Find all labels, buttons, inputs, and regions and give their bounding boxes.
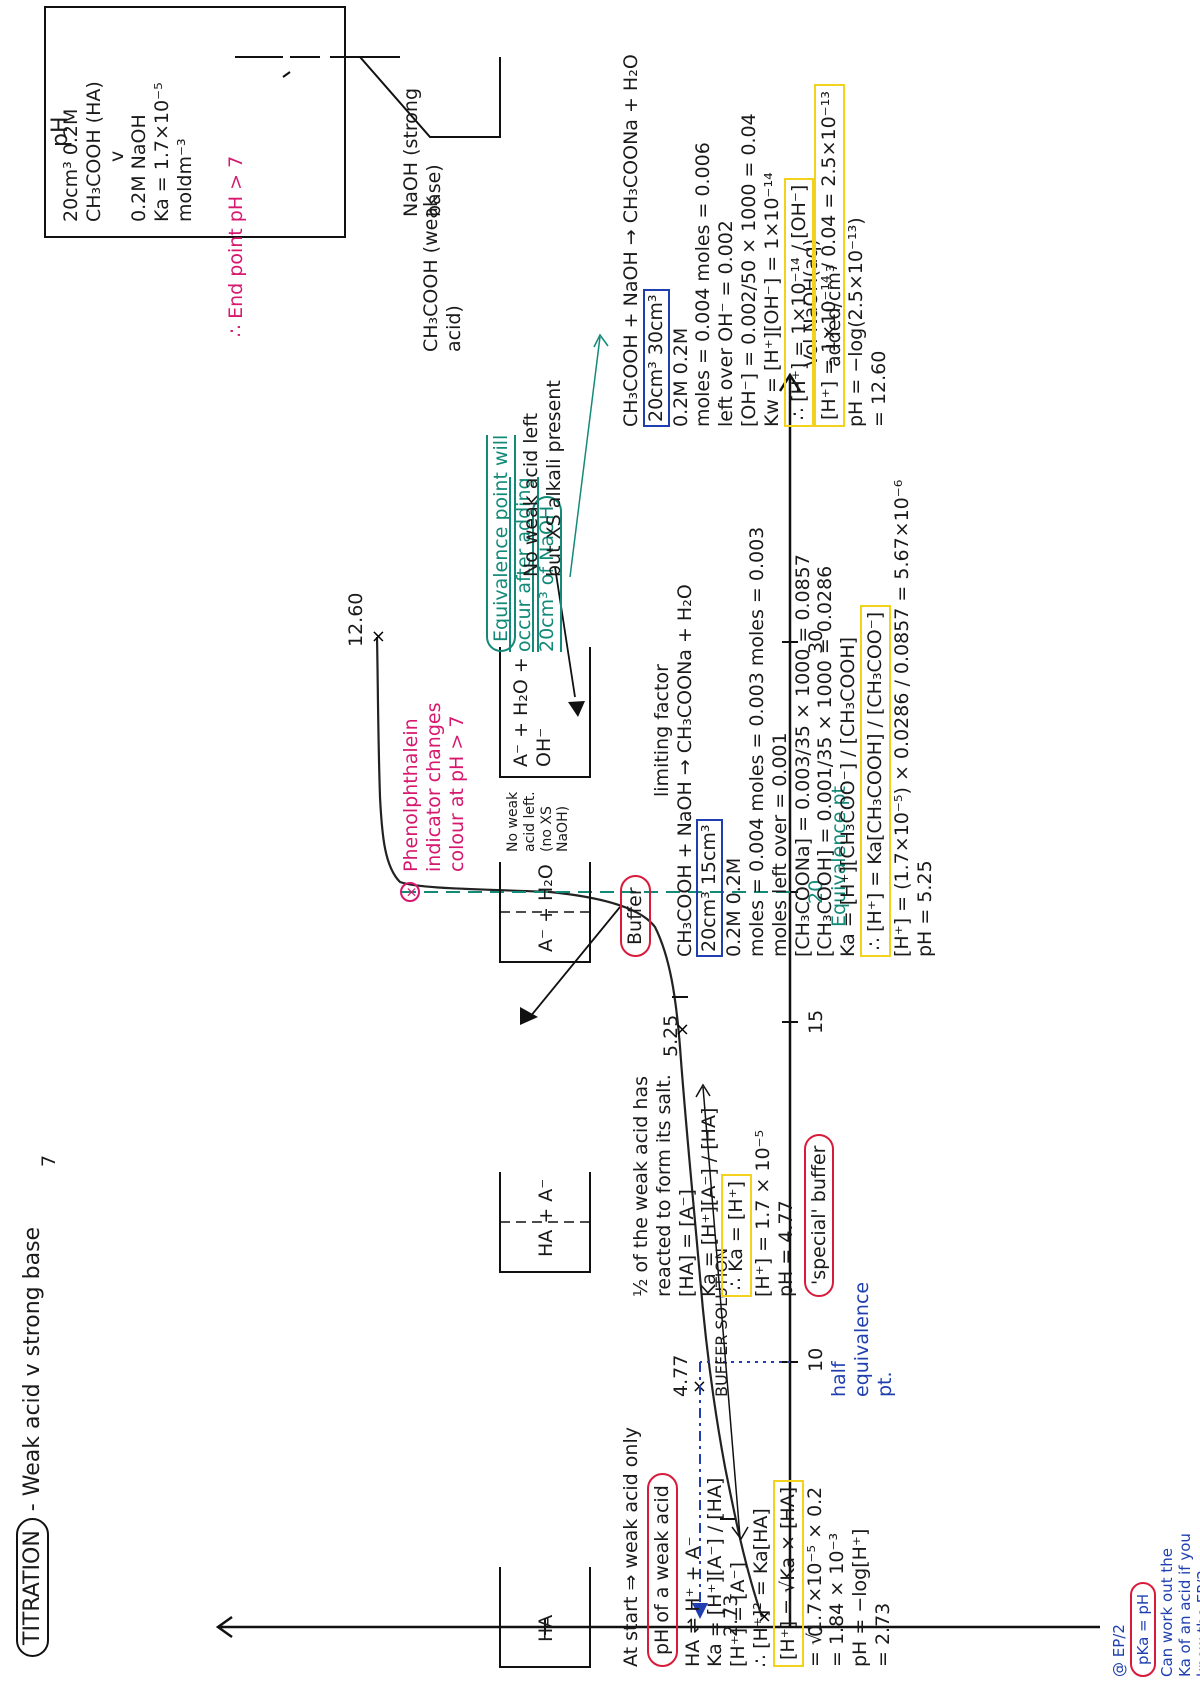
beaker-half: HA + A⁻	[535, 1178, 557, 1257]
indicator-note: Phenolphthalein indicator changes colour…	[400, 702, 468, 873]
point-buffer: ×	[672, 1022, 693, 1037]
y-tick-label-7: 7	[38, 1154, 60, 1167]
beaker-excess: A⁻ + H₂O + OH⁻	[510, 657, 555, 767]
point-start: ×	[754, 1609, 775, 1624]
col-start: At start ⇒ weak acid only pH of a weak a…	[620, 1427, 894, 1667]
beaker-start: HA	[535, 1614, 557, 1642]
point-end: ×	[368, 629, 389, 644]
label-1260: 12.60	[345, 592, 367, 647]
beaker-equiv: A⁻ + H₂O	[535, 864, 557, 952]
endpoint-label: ∴ End point pH > 7	[225, 155, 247, 337]
beakers	[499, 647, 591, 1668]
beaker-equiv-note: No weak acid left. (no XS NaOH)	[505, 791, 572, 852]
page-title: TITRATION - Weak acid v strong base	[16, 1227, 49, 1657]
beaker-excess-note: No weak acid left but XS alkali present	[520, 380, 565, 577]
pka-note: @ EP/2 pKa = pH Can work out the Ka of a…	[1110, 1533, 1200, 1677]
x-axis-arrow	[778, 372, 802, 392]
acid-label: CH₃COOH (weak acid)	[420, 196, 465, 352]
col-buffer: Buffer limiting factor CH₃COOH + NaOH → …	[620, 397, 936, 957]
col-half: ½ of the weak acid has reacted to form i…	[630, 1007, 835, 1297]
titration-curve	[375, 636, 764, 1618]
info-box-text: 20cm³ 0.2M CH₃COOH (HA) v 0.2M NaOH Ka =…	[60, 81, 196, 222]
svg-text:×: ×	[404, 886, 420, 898]
info-box	[44, 6, 346, 238]
col-excess: CH₃COOH + NaOH → CH₃COONa + H₂O 20cm³ 30…	[620, 54, 890, 427]
y-axis-arrow	[215, 1615, 233, 1639]
